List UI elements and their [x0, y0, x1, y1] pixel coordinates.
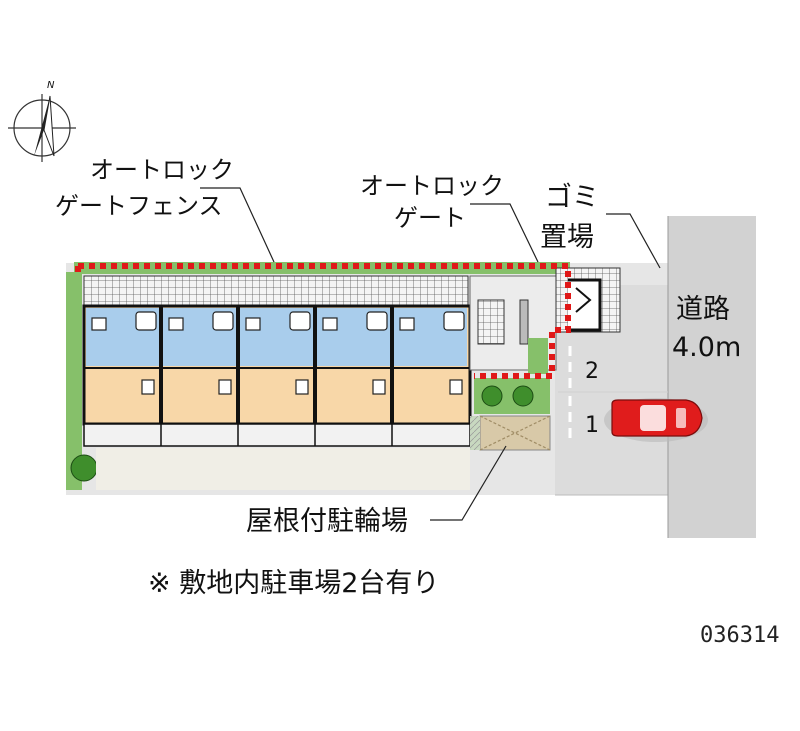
planting-entrance	[528, 338, 548, 374]
parking-note: ※ 敷地内駐車場2台有り	[148, 568, 439, 599]
fixtures	[91, 311, 465, 395]
balcony	[83, 423, 471, 447]
stairs	[519, 299, 529, 345]
label-road-1: 道路	[676, 294, 730, 325]
south-yard	[96, 448, 470, 490]
leader-line-bicycle	[430, 445, 507, 521]
tree-left	[70, 454, 98, 482]
car-icon	[604, 398, 708, 442]
leader-line-garbage	[606, 213, 661, 269]
label-autolock-gate-2: ゲート	[394, 204, 466, 232]
building	[82, 304, 472, 426]
label-road-2: 4.0m	[672, 332, 741, 363]
road-area	[668, 216, 756, 538]
label-garbage-1: ゴミ	[545, 182, 599, 213]
shrub	[481, 385, 503, 407]
property-id: 036314	[700, 623, 779, 648]
label-autolock-fence-2: ゲートフェンス	[55, 192, 223, 220]
label-garbage-2: 置場	[540, 222, 594, 253]
leader-line-fence	[200, 187, 275, 263]
parking-slot-2: 2	[585, 359, 599, 384]
stairs	[477, 299, 505, 345]
label-autolock-gate-1: オートロック	[360, 172, 504, 200]
leader-line-gate	[470, 203, 539, 263]
hedge-left	[66, 272, 82, 490]
shrub	[512, 385, 534, 407]
label-autolock-fence-1: オートロック	[90, 156, 234, 184]
parking-slot-1: 1	[585, 413, 599, 438]
autolock-gate-fence	[78, 263, 571, 379]
site-apron	[555, 285, 668, 495]
north-arrow-icon: N	[8, 80, 76, 162]
corridor	[83, 275, 469, 307]
label-bicycle-parking: 屋根付駐輪場	[246, 506, 408, 537]
north-letter: N	[47, 80, 55, 91]
